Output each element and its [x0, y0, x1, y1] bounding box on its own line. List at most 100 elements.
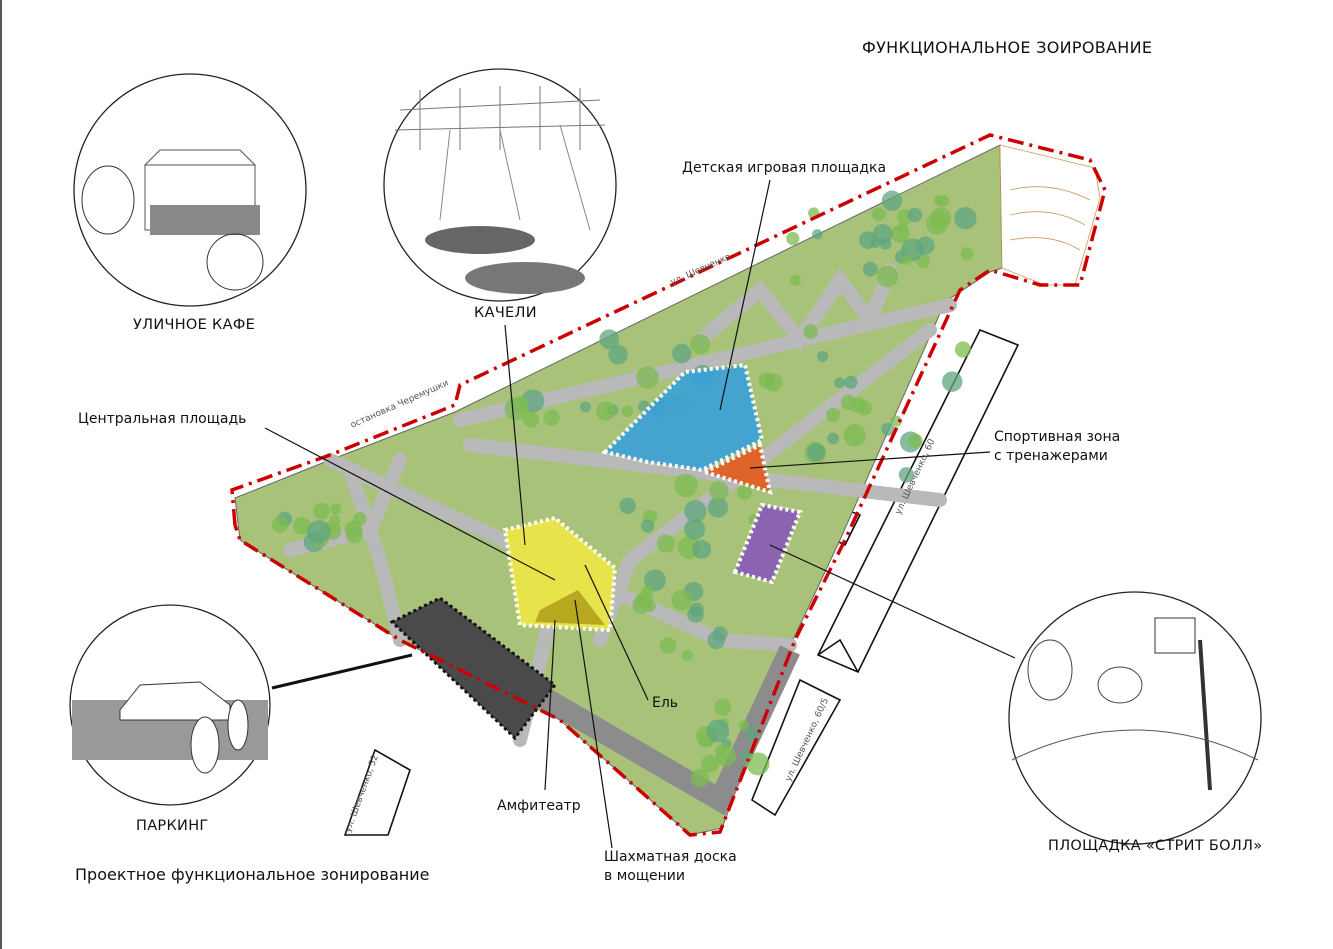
streetball-label: ПЛОЩАДКА «СТРИТ БОЛЛ»	[1048, 838, 1263, 854]
tree	[656, 534, 676, 553]
tree	[930, 207, 952, 229]
tree	[738, 720, 749, 731]
chess-callout: Шахматная доска	[604, 849, 737, 865]
tree	[344, 520, 363, 539]
tree	[709, 481, 729, 501]
sport-zone-callout-line2: с тренажерами	[994, 448, 1108, 464]
tree	[844, 375, 858, 389]
swings-label: КАЧЕЛИ	[474, 305, 537, 321]
streetball-vignette	[1008, 591, 1262, 845]
tree	[671, 589, 693, 611]
tree	[621, 405, 633, 418]
tree	[715, 744, 727, 757]
tree	[881, 422, 895, 436]
tree	[701, 754, 720, 773]
tree	[599, 329, 620, 350]
tree	[674, 473, 698, 498]
tree	[890, 415, 902, 427]
tree	[684, 499, 707, 523]
tree	[803, 324, 818, 339]
tree	[687, 606, 704, 623]
tree	[671, 343, 692, 364]
tree	[737, 485, 752, 500]
sport-zone-callout: Спортивная зона	[994, 429, 1121, 445]
tree	[881, 190, 903, 211]
tree	[644, 569, 666, 592]
leader-lines	[264, 179, 1016, 849]
sport-zone	[699, 442, 773, 495]
tree	[872, 223, 893, 244]
playground-zone	[601, 362, 765, 473]
tree	[271, 516, 289, 533]
tree	[871, 207, 886, 222]
tree	[707, 497, 729, 518]
tree	[764, 373, 783, 392]
tree	[843, 424, 867, 447]
tree	[916, 236, 935, 255]
parking-lot	[389, 596, 558, 741]
tree	[608, 344, 628, 365]
tree	[857, 400, 872, 416]
tree	[744, 725, 760, 741]
tree	[313, 502, 331, 520]
tree	[897, 222, 909, 235]
tree	[786, 231, 800, 246]
tree	[522, 411, 540, 428]
tree	[684, 518, 706, 540]
tree	[641, 585, 654, 598]
amphitheatre	[535, 590, 605, 625]
tree	[859, 231, 877, 249]
tree	[307, 520, 331, 544]
tree	[681, 649, 694, 662]
tree	[706, 719, 730, 743]
tree	[292, 516, 311, 535]
tree	[644, 600, 656, 612]
tree	[512, 396, 529, 413]
tree	[636, 366, 659, 389]
tree	[806, 443, 826, 462]
central-square	[502, 515, 618, 633]
amphitheatre-callout: Амфитеатр	[497, 798, 581, 814]
tree	[543, 409, 560, 426]
parking-vignette	[69, 604, 271, 806]
site-boundary	[230, 133, 1107, 837]
spruce-callout: Ель	[652, 695, 679, 711]
tree	[746, 752, 770, 776]
tree	[714, 698, 732, 716]
tree	[901, 254, 912, 266]
tree	[834, 377, 846, 389]
tree	[907, 207, 923, 223]
page-title: ФУНКЦИОНАЛЬНОЕ ЗОИРОВАНИЕ	[862, 38, 1153, 57]
chess-callout-line2: в мощении	[604, 868, 685, 884]
tree	[659, 637, 677, 654]
tree	[937, 194, 950, 207]
tree	[908, 433, 923, 449]
swings-vignette	[383, 68, 617, 302]
tree	[712, 626, 728, 642]
page-edge	[0, 0, 2, 949]
tree	[960, 247, 974, 261]
tree	[827, 432, 840, 445]
tree	[816, 350, 829, 363]
tree	[876, 265, 899, 288]
tree	[640, 519, 655, 533]
tree	[825, 408, 841, 423]
tree	[690, 334, 711, 355]
tree	[954, 207, 977, 230]
central-square-callout: Центральная площадь	[78, 411, 247, 427]
cafe-label: УЛИЧНОЕ КАФЕ	[133, 317, 256, 333]
playground-callout: Детская игровая площадка	[682, 160, 887, 176]
tree	[638, 400, 651, 413]
tree	[954, 341, 972, 358]
tree	[812, 229, 823, 240]
tree	[692, 539, 712, 559]
tree	[596, 401, 616, 421]
tree	[619, 497, 637, 515]
tree	[840, 394, 857, 411]
tree	[330, 503, 342, 515]
tree	[789, 274, 802, 287]
tree	[941, 371, 963, 392]
trees	[271, 190, 977, 788]
tree	[579, 401, 592, 413]
